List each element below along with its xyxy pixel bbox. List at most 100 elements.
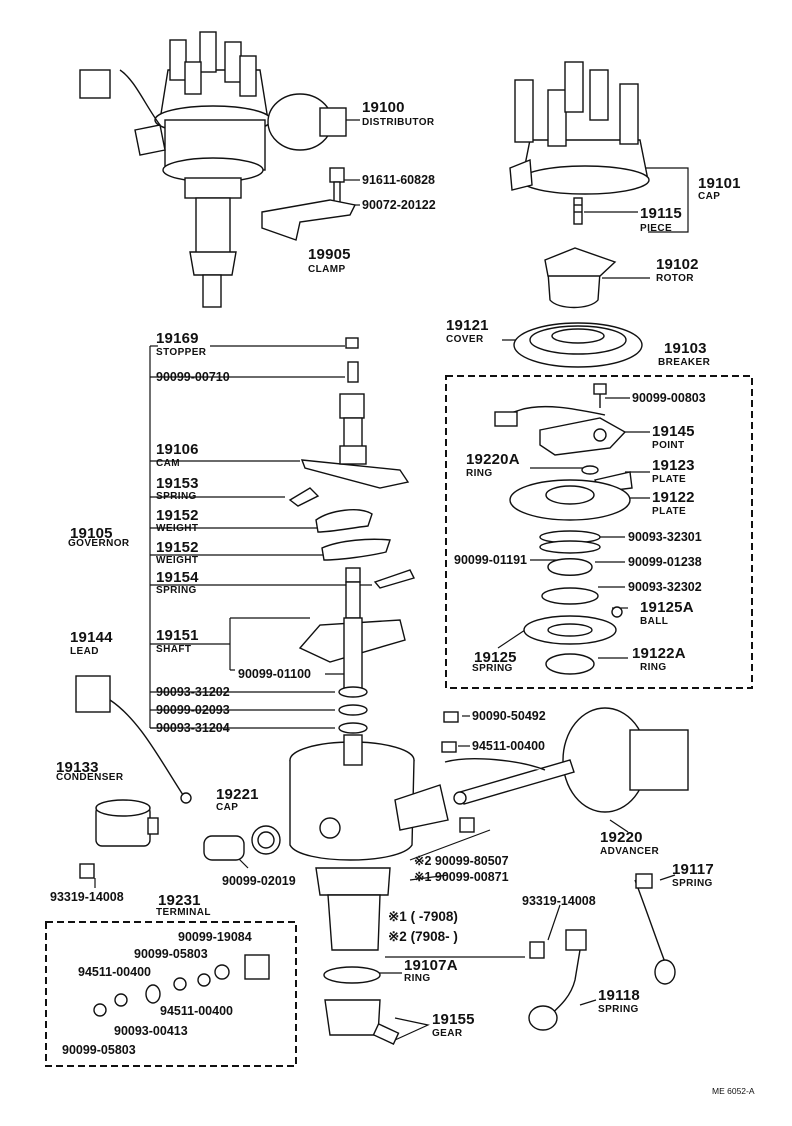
callout-19106-name: CAM <box>156 458 180 469</box>
callout-19133-number: 19133 <box>56 759 99 776</box>
callout-90093-00413: 90093-00413 <box>114 1024 188 1038</box>
callout-94511-00400-a: 94511-00400 <box>472 739 545 753</box>
note-serial-1: ※1 ( -7908) <box>388 909 458 924</box>
callout-19122-name: PLATE <box>652 506 687 517</box>
callout-19102-number: 19102 <box>656 256 699 273</box>
drawing-code: ME 6052-A <box>712 1086 755 1096</box>
callout-19105-number: 19105 <box>70 525 113 542</box>
distributor-housing <box>289 734 475 1046</box>
callout-19231-name: TERMINAL <box>156 907 211 918</box>
cap-19221 <box>203 825 281 861</box>
condenser <box>79 799 159 879</box>
callout-19101-number: 19101 <box>698 175 741 192</box>
callout-19102-name: ROTOR <box>656 273 694 284</box>
callout-19152-number-b: 19152 <box>156 539 199 556</box>
callout-93319-14008-a: 93319-14008 <box>50 890 124 904</box>
callout-90099-80507: ※2 90099-80507 <box>414 854 509 868</box>
callout-90099-00803: 90099-00803 <box>632 391 706 405</box>
terminal-parts <box>93 954 270 1017</box>
terminal-group-box <box>45 921 297 1067</box>
leader-lines <box>94 119 676 1041</box>
callout-19103-number: 19103 <box>664 340 707 357</box>
callout-19122A-name: RING <box>640 662 667 673</box>
callout-19115-number: 19115 <box>640 205 682 222</box>
callout-93319-14008-b: 93319-14008 <box>522 894 596 908</box>
callout-90093-31204: 90093-31204 <box>156 721 230 735</box>
distributor-assembly <box>79 31 347 308</box>
callout-19151-name: SHAFT <box>156 644 192 655</box>
callout-19154-number: 19154 <box>156 569 199 586</box>
breaker-cover <box>513 322 643 368</box>
callout-90093-32302: 90093-32302 <box>628 580 702 594</box>
callout-19125-name: SPRING <box>472 663 513 674</box>
callout-19100-number: 19100 <box>362 99 405 116</box>
callout-19100-name: DISTRIBUTOR <box>362 117 435 128</box>
callout-19153-number: 19153 <box>156 475 199 492</box>
callout-19220A-number: 19220A <box>466 451 520 468</box>
callout-19231-number: 19231 <box>158 892 201 909</box>
callout-19155-name: GEAR <box>432 1028 463 1039</box>
callout-19101-name: CAP <box>698 191 721 202</box>
callout-19144-number: 19144 <box>70 629 113 646</box>
callout-19125A-name: BALL <box>640 616 669 627</box>
callout-19220A-name: RING <box>466 468 493 479</box>
callout-19145-name: POINT <box>652 440 685 451</box>
callout-90099-02019: 90099-02019 <box>222 874 296 888</box>
callout-19121-name: COVER <box>446 334 484 345</box>
spring-19117 <box>634 873 676 985</box>
governor-parts <box>288 337 416 734</box>
callout-19152-number-a: 19152 <box>156 507 199 524</box>
rotor <box>544 247 617 309</box>
callout-19106-number: 19106 <box>156 441 199 458</box>
callout-19118-name: SPRING <box>598 1004 639 1015</box>
callout-90099-05803-b: 90099-05803 <box>62 1043 136 1057</box>
callout-19151-number: 19151 <box>156 627 199 644</box>
piece <box>573 197 583 225</box>
callout-19122-number: 19122 <box>652 489 695 506</box>
callout-19221-number: 19221 <box>216 786 259 803</box>
callout-19153-name: SPRING <box>156 491 197 502</box>
callout-19105-name: GOVERNOR <box>68 538 130 549</box>
callout-19220-number: 19220 <box>600 829 643 846</box>
callout-19152-name-a: WEIGHT <box>156 523 199 534</box>
callout-19103-name: BREAKER <box>658 357 711 368</box>
callout-19155-number: 19155 <box>432 1011 475 1028</box>
callout-19125-number: 19125 <box>474 649 517 666</box>
callout-94511-00400-b: 94511-00400 <box>78 965 151 979</box>
callout-19118-number: 19118 <box>598 987 640 1004</box>
callout-90099-02093: 90099-02093 <box>156 703 230 717</box>
callout-90093-32301: 90093-32301 <box>628 530 702 544</box>
callout-19905-number: 19905 <box>308 246 351 263</box>
callout-19145-number: 19145 <box>652 423 695 440</box>
callout-19152-name-b: WEIGHT <box>156 555 199 566</box>
callout-91611-60828: 91611-60828 <box>362 173 435 187</box>
distributor-cap <box>509 61 650 195</box>
callout-90093-31202: 90093-31202 <box>156 685 230 699</box>
callout-19905-name: CLAMP <box>308 264 346 275</box>
note-serial-2: ※2 (7908- ) <box>388 929 458 944</box>
callout-19122A-number: 19122A <box>632 645 686 662</box>
vacuum-advancer <box>441 707 689 813</box>
callout-19121-number: 19121 <box>446 317 489 334</box>
callout-19133-name: CONDENSER <box>56 772 124 783</box>
clamp <box>261 167 357 241</box>
callout-19221-name: CAP <box>216 802 239 813</box>
callout-19107A-name: RING <box>404 973 431 984</box>
callout-19117-number: 19117 <box>672 861 714 878</box>
callout-19154-name: SPRING <box>156 585 197 596</box>
callout-90099-05803-a: 90099-05803 <box>134 947 208 961</box>
callout-90099-19084: 90099-19084 <box>178 930 252 944</box>
callout-19220-name: ADVANCER <box>600 846 660 857</box>
callout-19123-number: 19123 <box>652 457 695 474</box>
lead-wire <box>75 675 192 804</box>
callout-19144-name: LEAD <box>70 646 99 657</box>
spring-19118 <box>528 929 587 1031</box>
callout-19115-name: PIECE <box>640 223 673 234</box>
callout-94511-00400-c: 94511-00400 <box>160 1004 233 1018</box>
callout-90090-50492: 90090-50492 <box>472 709 546 723</box>
callout-90099-00871: ※1 90099-00871 <box>414 870 509 884</box>
breaker-group-box <box>445 375 753 689</box>
callout-90099-01191: 90099-01191 <box>454 553 527 567</box>
breaker-parts <box>494 383 633 675</box>
